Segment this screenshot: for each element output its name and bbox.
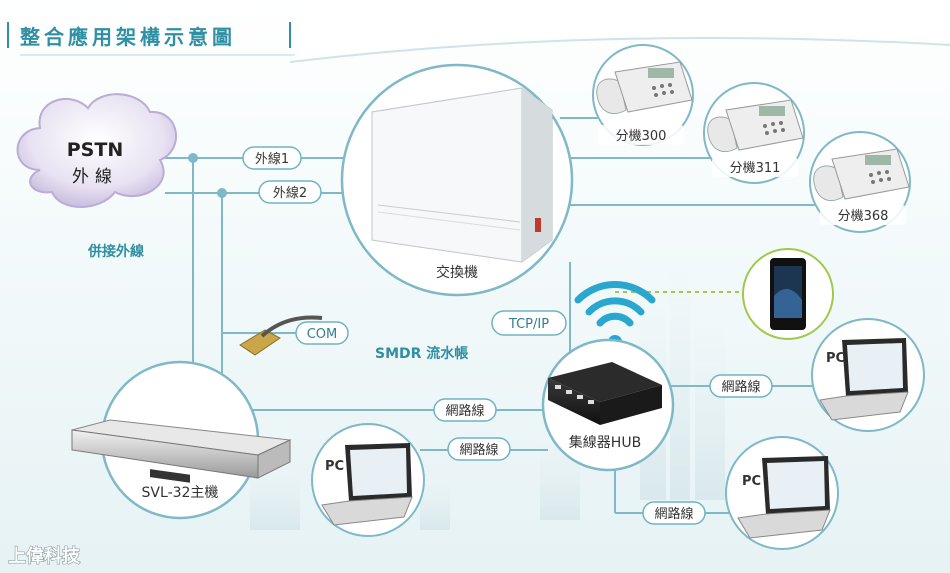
pbx-label: 交換機 (436, 264, 478, 281)
background-sweep (300, 0, 950, 60)
phone-display-icon (759, 106, 785, 116)
com-label: COM (307, 327, 338, 342)
pstn-label: PSTN (67, 139, 123, 161)
hub-label: 集線器HUB (569, 434, 641, 451)
pc-node-right: PC (811, 318, 925, 432)
network-pill-pc-right: 網路線 (709, 374, 773, 398)
pc-label-right: PC (826, 351, 845, 366)
pc-node-left: PC (311, 423, 425, 537)
network-pill-pc-left: 網路線 (447, 437, 511, 461)
network-label-pc-bottom: 網路線 (654, 506, 693, 522)
network-label-pc-left: 網路線 (459, 442, 498, 458)
smdr-label: SMDR 流水帳 (375, 345, 468, 362)
line2-pill: 外線2 (258, 180, 322, 204)
db9-connector-icon (239, 329, 281, 356)
tcpip-pill: TCP/IP (491, 310, 567, 336)
tcpip-label: TCP/IP (508, 317, 549, 332)
extension-phone-2: 分機311 (703, 82, 805, 184)
network-pill-svl: 網路線 (433, 398, 497, 422)
page-title: 整合應用架構示意圖 (19, 25, 236, 49)
extension-phone-1: 分機300 (592, 44, 694, 146)
network-label-svl: 網路線 (445, 403, 484, 419)
pbx-power-indicator (535, 218, 541, 232)
network-pill-pc-bottom: 網路線 (642, 501, 706, 525)
junction-dot-1 (188, 153, 198, 163)
com-connector: COM (239, 315, 349, 356)
brand-logo-text: 上偉科技 (8, 545, 81, 567)
hub-node: 集線器HUB (541, 338, 675, 472)
network-label-pc-right: 網路線 (721, 379, 760, 395)
extension-label-3: 分機368 (838, 209, 889, 224)
line1-label: 外線1 (255, 151, 289, 167)
extension-phone-3: 分機368 (809, 131, 911, 233)
junction-dot-2 (217, 188, 227, 198)
pc-node-bottom: PC (725, 436, 839, 550)
background-curve (289, 36, 950, 63)
wifi-icon (574, 281, 656, 327)
extension-label-1: 分機300 (616, 129, 667, 144)
extension-label-2: 分機311 (730, 161, 781, 176)
pbx-node: 交換機 (340, 63, 574, 297)
pstn-cloud: PSTN 外線 (16, 93, 177, 208)
line1-pill: 外線1 (242, 146, 302, 170)
line2-label: 外線2 (273, 185, 307, 201)
phone-display-icon (865, 155, 891, 165)
smartphone-node (742, 248, 834, 340)
hub-device-icon (548, 362, 662, 402)
parallel-line-label: 併接外線 (87, 243, 144, 260)
phone-display-icon (648, 68, 674, 78)
pc-label-left: PC (325, 459, 344, 474)
pc-label-bottom: PC (742, 474, 761, 489)
pstn-sub-label: 外線 (72, 167, 118, 187)
svl-label: SVL-32主機 (142, 485, 219, 501)
svl-host-node: SVL-32主機 (71, 360, 292, 520)
